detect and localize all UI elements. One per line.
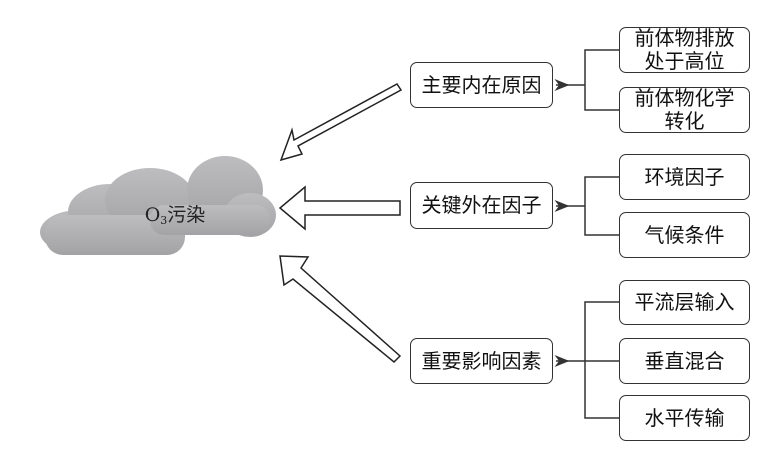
arrow-top: [279, 83, 403, 162]
box-climate-conditions: 气候条件: [619, 212, 750, 258]
cloud-shape: [40, 156, 276, 255]
box-vertical-mixing: 垂直混合: [619, 338, 750, 384]
center-label-o3-pollution: O3污染: [144, 204, 206, 227]
arrow-middle: [278, 185, 401, 231]
arrow-bottom: [279, 255, 402, 364]
connector-group-2: [554, 176, 619, 236]
box-main-intrinsic-causes: 主要内在原因: [410, 62, 553, 108]
box-precursor-chemical-conversion: 前体物化学转化: [619, 87, 750, 133]
box-stratospheric-input: 平流层输入: [619, 280, 750, 325]
box-key-external-factors: 关键外在因子: [410, 182, 553, 229]
box-important-influencing-factors: 重要影响因素: [410, 338, 553, 384]
box-horizontal-transport: 水平传输: [619, 395, 750, 441]
box-precursor-emissions-high: 前体物排放处于高位: [619, 27, 750, 73]
connector-group-3: [554, 301, 619, 419]
box-environmental-factors: 环境因子: [619, 154, 750, 200]
connector-group-1: [554, 49, 619, 111]
